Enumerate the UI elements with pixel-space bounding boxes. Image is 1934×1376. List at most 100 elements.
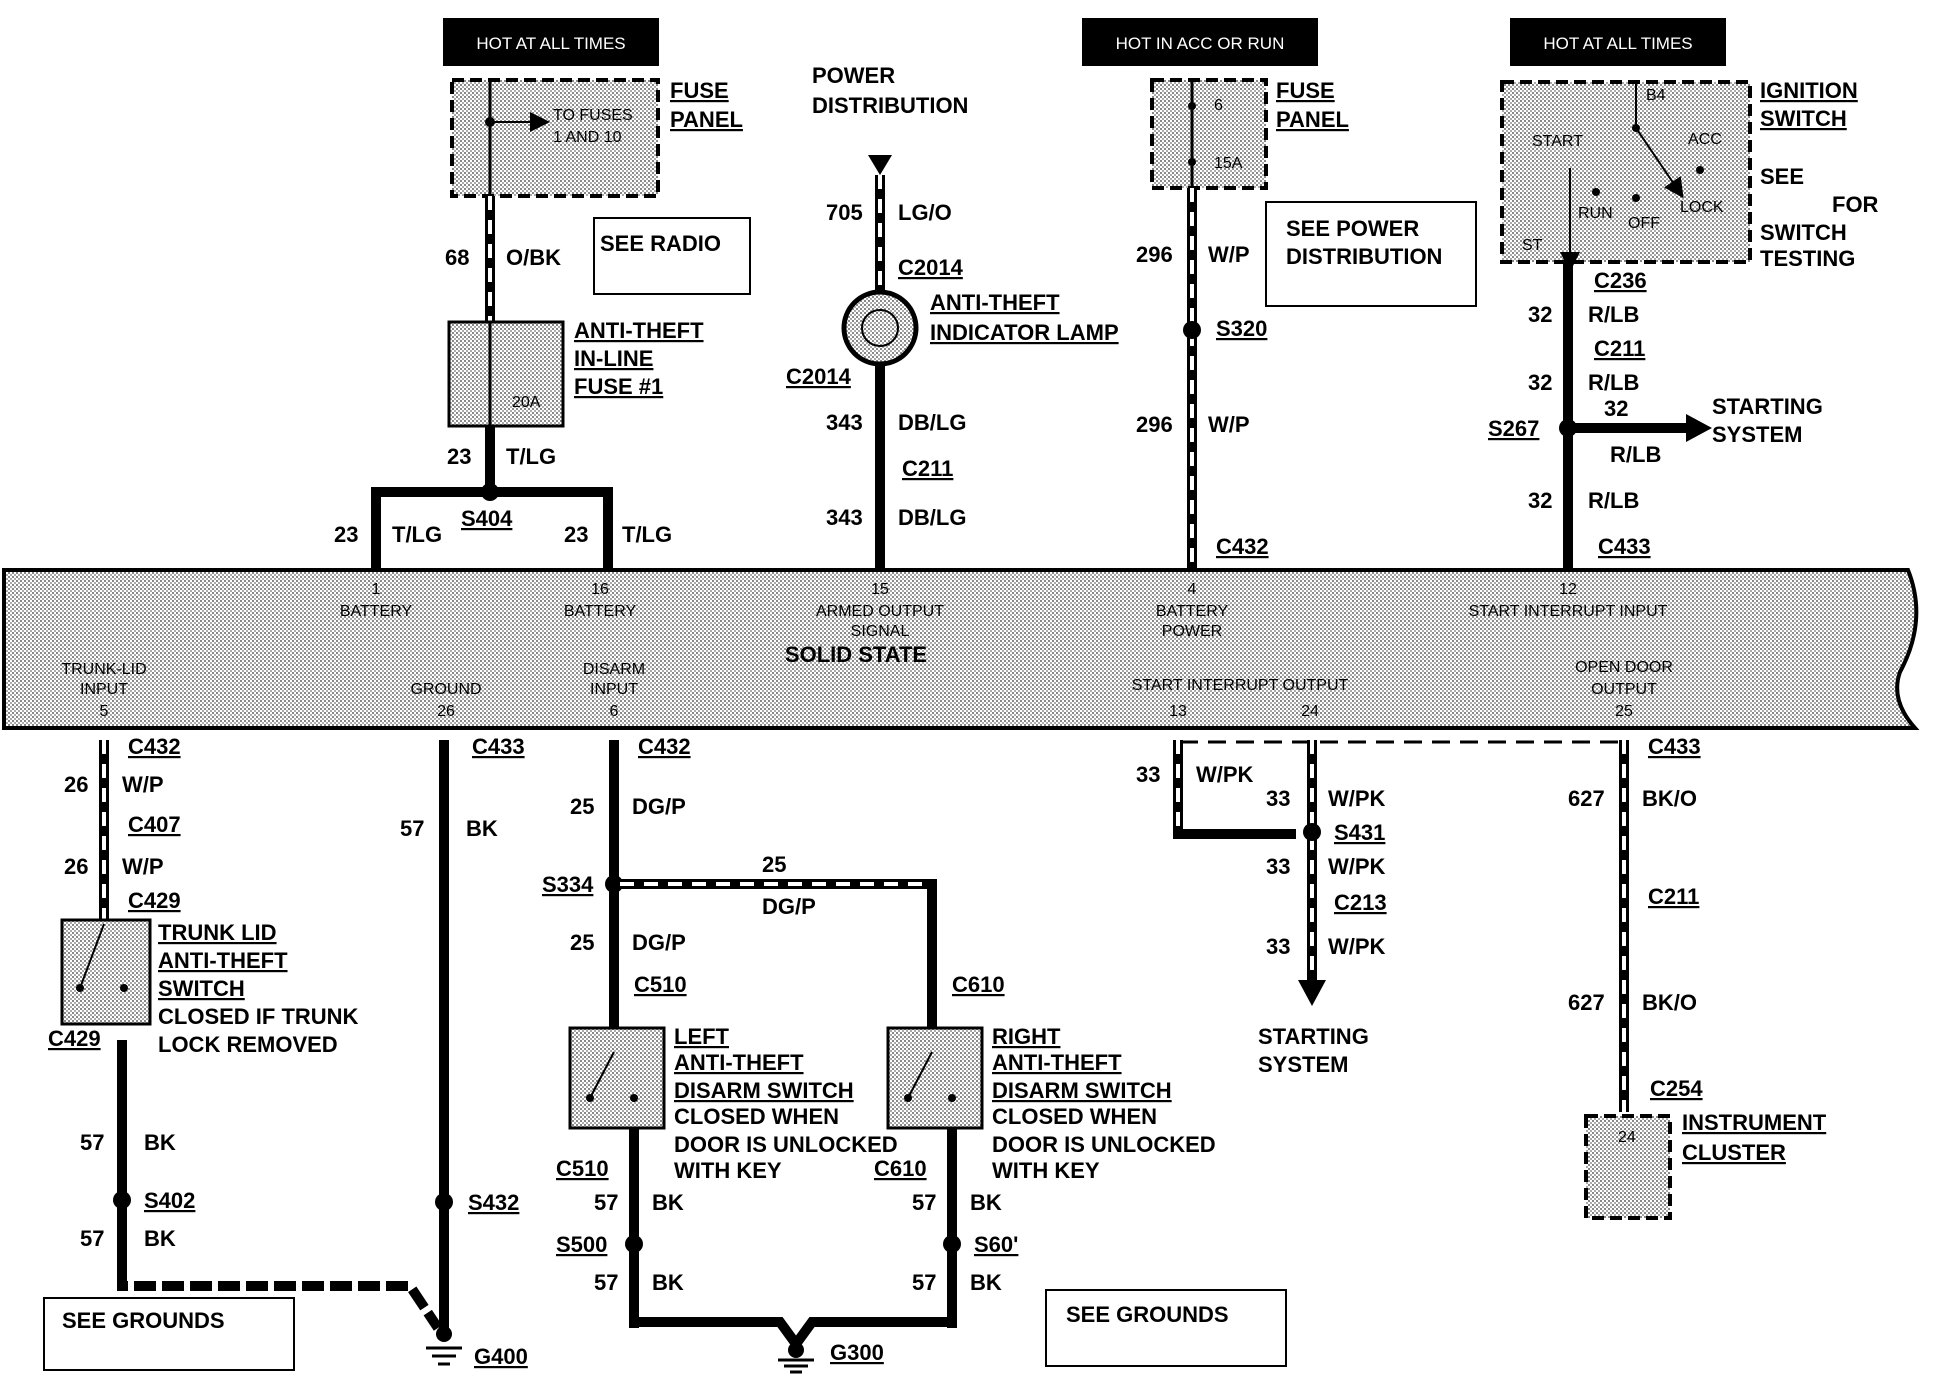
svg-text:SWITCH: SWITCH [1760, 106, 1847, 131]
svg-text:S267: S267 [1488, 416, 1539, 441]
svg-text:IN-LINE: IN-LINE [574, 346, 653, 371]
solid-state-module: SOLID STATE 1 BATTERY 16 BATTERY 15 ARME… [2, 568, 1920, 730]
svg-text:ANTI-THEFT: ANTI-THEFT [930, 290, 1060, 315]
svg-text:DG/P: DG/P [632, 794, 686, 819]
svg-text:15: 15 [871, 581, 889, 598]
svg-text:C510: C510 [556, 1156, 609, 1181]
svg-text:20A: 20A [512, 394, 541, 411]
splice-s402 [113, 1191, 131, 1209]
svg-text:4: 4 [1188, 581, 1197, 598]
svg-text:CLOSED IF TRUNK: CLOSED IF TRUNK [158, 1004, 359, 1029]
svg-text:O/BK: O/BK [506, 245, 561, 270]
anti-theft-indicator-lamp: ANTI-THEFT INDICATOR LAMP [841, 289, 1119, 367]
svg-text:R/LB: R/LB [1588, 370, 1639, 395]
svg-text:23: 23 [334, 522, 358, 547]
svg-text:W/P: W/P [122, 854, 164, 879]
svg-text:TRUNK-LID: TRUNK-LID [61, 661, 146, 678]
svg-text:S402: S402 [144, 1188, 195, 1213]
svg-text:1 AND 10: 1 AND 10 [553, 129, 622, 146]
svg-text:ACC: ACC [1688, 131, 1722, 148]
svg-text:C211: C211 [902, 456, 953, 481]
header-left: HOT AT ALL TIMES [443, 18, 659, 66]
svg-text:BK: BK [466, 816, 498, 841]
svg-text:C432: C432 [638, 734, 691, 759]
splice-s601 [943, 1235, 961, 1253]
svg-text:S431: S431 [1334, 820, 1385, 845]
svg-text:STARTING: STARTING [1258, 1024, 1369, 1049]
svg-text:13: 13 [1169, 703, 1187, 720]
header-right: HOT AT ALL TIMES [1510, 18, 1726, 66]
wire-57-ground: C433 57 BK S432 [400, 734, 525, 1328]
svg-text:S404: S404 [461, 506, 513, 531]
svg-text:57: 57 [594, 1190, 618, 1215]
svg-text:SEE POWER: SEE POWER [1286, 216, 1419, 241]
svg-text:DISTRIBUTION: DISTRIBUTION [1286, 244, 1442, 269]
svg-text:BK/O: BK/O [1642, 786, 1697, 811]
svg-text:DG/P: DG/P [632, 930, 686, 955]
svg-text:25: 25 [1615, 703, 1633, 720]
svg-text:ARMED OUTPUT: ARMED OUTPUT [816, 603, 944, 620]
svg-text:SIGNAL: SIGNAL [851, 623, 910, 640]
svg-text:SYSTEM: SYSTEM [1258, 1052, 1348, 1077]
svg-text:C236: C236 [1594, 268, 1647, 293]
svg-text:SEE: SEE [1760, 164, 1804, 189]
svg-text:T/LG: T/LG [622, 522, 672, 547]
svg-text:ANTI-THEFT: ANTI-THEFT [574, 318, 704, 343]
svg-text:SEE GROUNDS: SEE GROUNDS [1066, 1302, 1229, 1327]
svg-text:OPEN DOOR: OPEN DOOR [1575, 659, 1673, 676]
svg-text:33: 33 [1266, 786, 1290, 811]
wire-25-disarm: C432 25 DG/P S334 25 DG/P 25 DG/P C510 C… [542, 734, 1005, 1030]
ignition-switch: B4 START ACC RUN OFF LOCK ST IGNITION SW… [1500, 78, 1879, 272]
wire-57-trunk: C429 57 BK S402 57 BK [48, 1026, 443, 1331]
svg-text:33: 33 [1266, 854, 1290, 879]
svg-text:G400: G400 [474, 1344, 528, 1369]
svg-text:INSTRUMENT: INSTRUMENT [1682, 1110, 1827, 1135]
svg-text:C213: C213 [1334, 890, 1387, 915]
svg-text:S320: S320 [1216, 316, 1267, 341]
svg-text:C610: C610 [874, 1156, 927, 1181]
svg-text:SWITCH: SWITCH [1760, 220, 1847, 245]
svg-text:CLOSED WHEN: CLOSED WHEN [674, 1104, 839, 1129]
svg-text:57: 57 [80, 1226, 104, 1251]
svg-text:CLUSTER: CLUSTER [1682, 1140, 1786, 1165]
svg-text:C432: C432 [1216, 534, 1269, 559]
svg-text:SOLID STATE: SOLID STATE [785, 642, 927, 667]
svg-text:C433: C433 [1598, 534, 1651, 559]
svg-text:SYSTEM: SYSTEM [1712, 422, 1802, 447]
svg-text:BK: BK [144, 1226, 176, 1251]
instrument-cluster: 24 INSTRUMENT CLUSTER [1584, 1110, 1827, 1220]
see-power-distribution-box: SEE POWER DISTRIBUTION [1265, 201, 1477, 307]
svg-text:GROUND: GROUND [410, 681, 481, 698]
svg-text:12: 12 [1559, 581, 1577, 598]
svg-text:BK: BK [652, 1270, 684, 1295]
see-radio-box: SEE RADIO [593, 217, 751, 295]
svg-text:TESTING: TESTING [1760, 246, 1855, 271]
svg-text:W/PK: W/PK [1196, 762, 1254, 787]
wire-32: C236 32 R/LB C211 32 R/LB S267 32 R/LB 3… [1488, 262, 1712, 568]
ground-g400: G400 [426, 1326, 528, 1369]
svg-text:BATTERY: BATTERY [1156, 603, 1229, 620]
svg-text:S334: S334 [542, 872, 594, 897]
svg-text:FUSE: FUSE [670, 78, 729, 103]
svg-text:57: 57 [80, 1130, 104, 1155]
starting-system-top: STARTING SYSTEM [1712, 394, 1823, 447]
svg-text:OFF: OFF [1628, 215, 1660, 232]
svg-text:TRUNK LID: TRUNK LID [158, 920, 277, 945]
svg-text:296: 296 [1136, 412, 1173, 437]
svg-text:FUSE: FUSE [1276, 78, 1335, 103]
svg-text:S60': S60' [974, 1232, 1018, 1257]
svg-text:FOR: FOR [1832, 192, 1879, 217]
svg-text:C610: C610 [952, 972, 1005, 997]
svg-text:SWITCH: SWITCH [158, 976, 245, 1001]
svg-text:C433: C433 [472, 734, 525, 759]
svg-text:HOT AT ALL TIMES: HOT AT ALL TIMES [1543, 34, 1692, 53]
svg-text:DISARM SWITCH: DISARM SWITCH [992, 1078, 1172, 1103]
svg-text:24: 24 [1618, 1129, 1636, 1146]
svg-text:32: 32 [1528, 370, 1552, 395]
svg-text:705: 705 [826, 200, 863, 225]
wire-26: C432 26 W/P C407 26 W/P C429 [64, 734, 181, 920]
inline-fuse: 20A ANTI-THEFT IN-LINE FUSE #1 [447, 318, 704, 428]
svg-text:DISTRIBUTION: DISTRIBUTION [812, 93, 968, 118]
svg-text:DB/LG: DB/LG [898, 505, 966, 530]
svg-text:C510: C510 [634, 972, 687, 997]
